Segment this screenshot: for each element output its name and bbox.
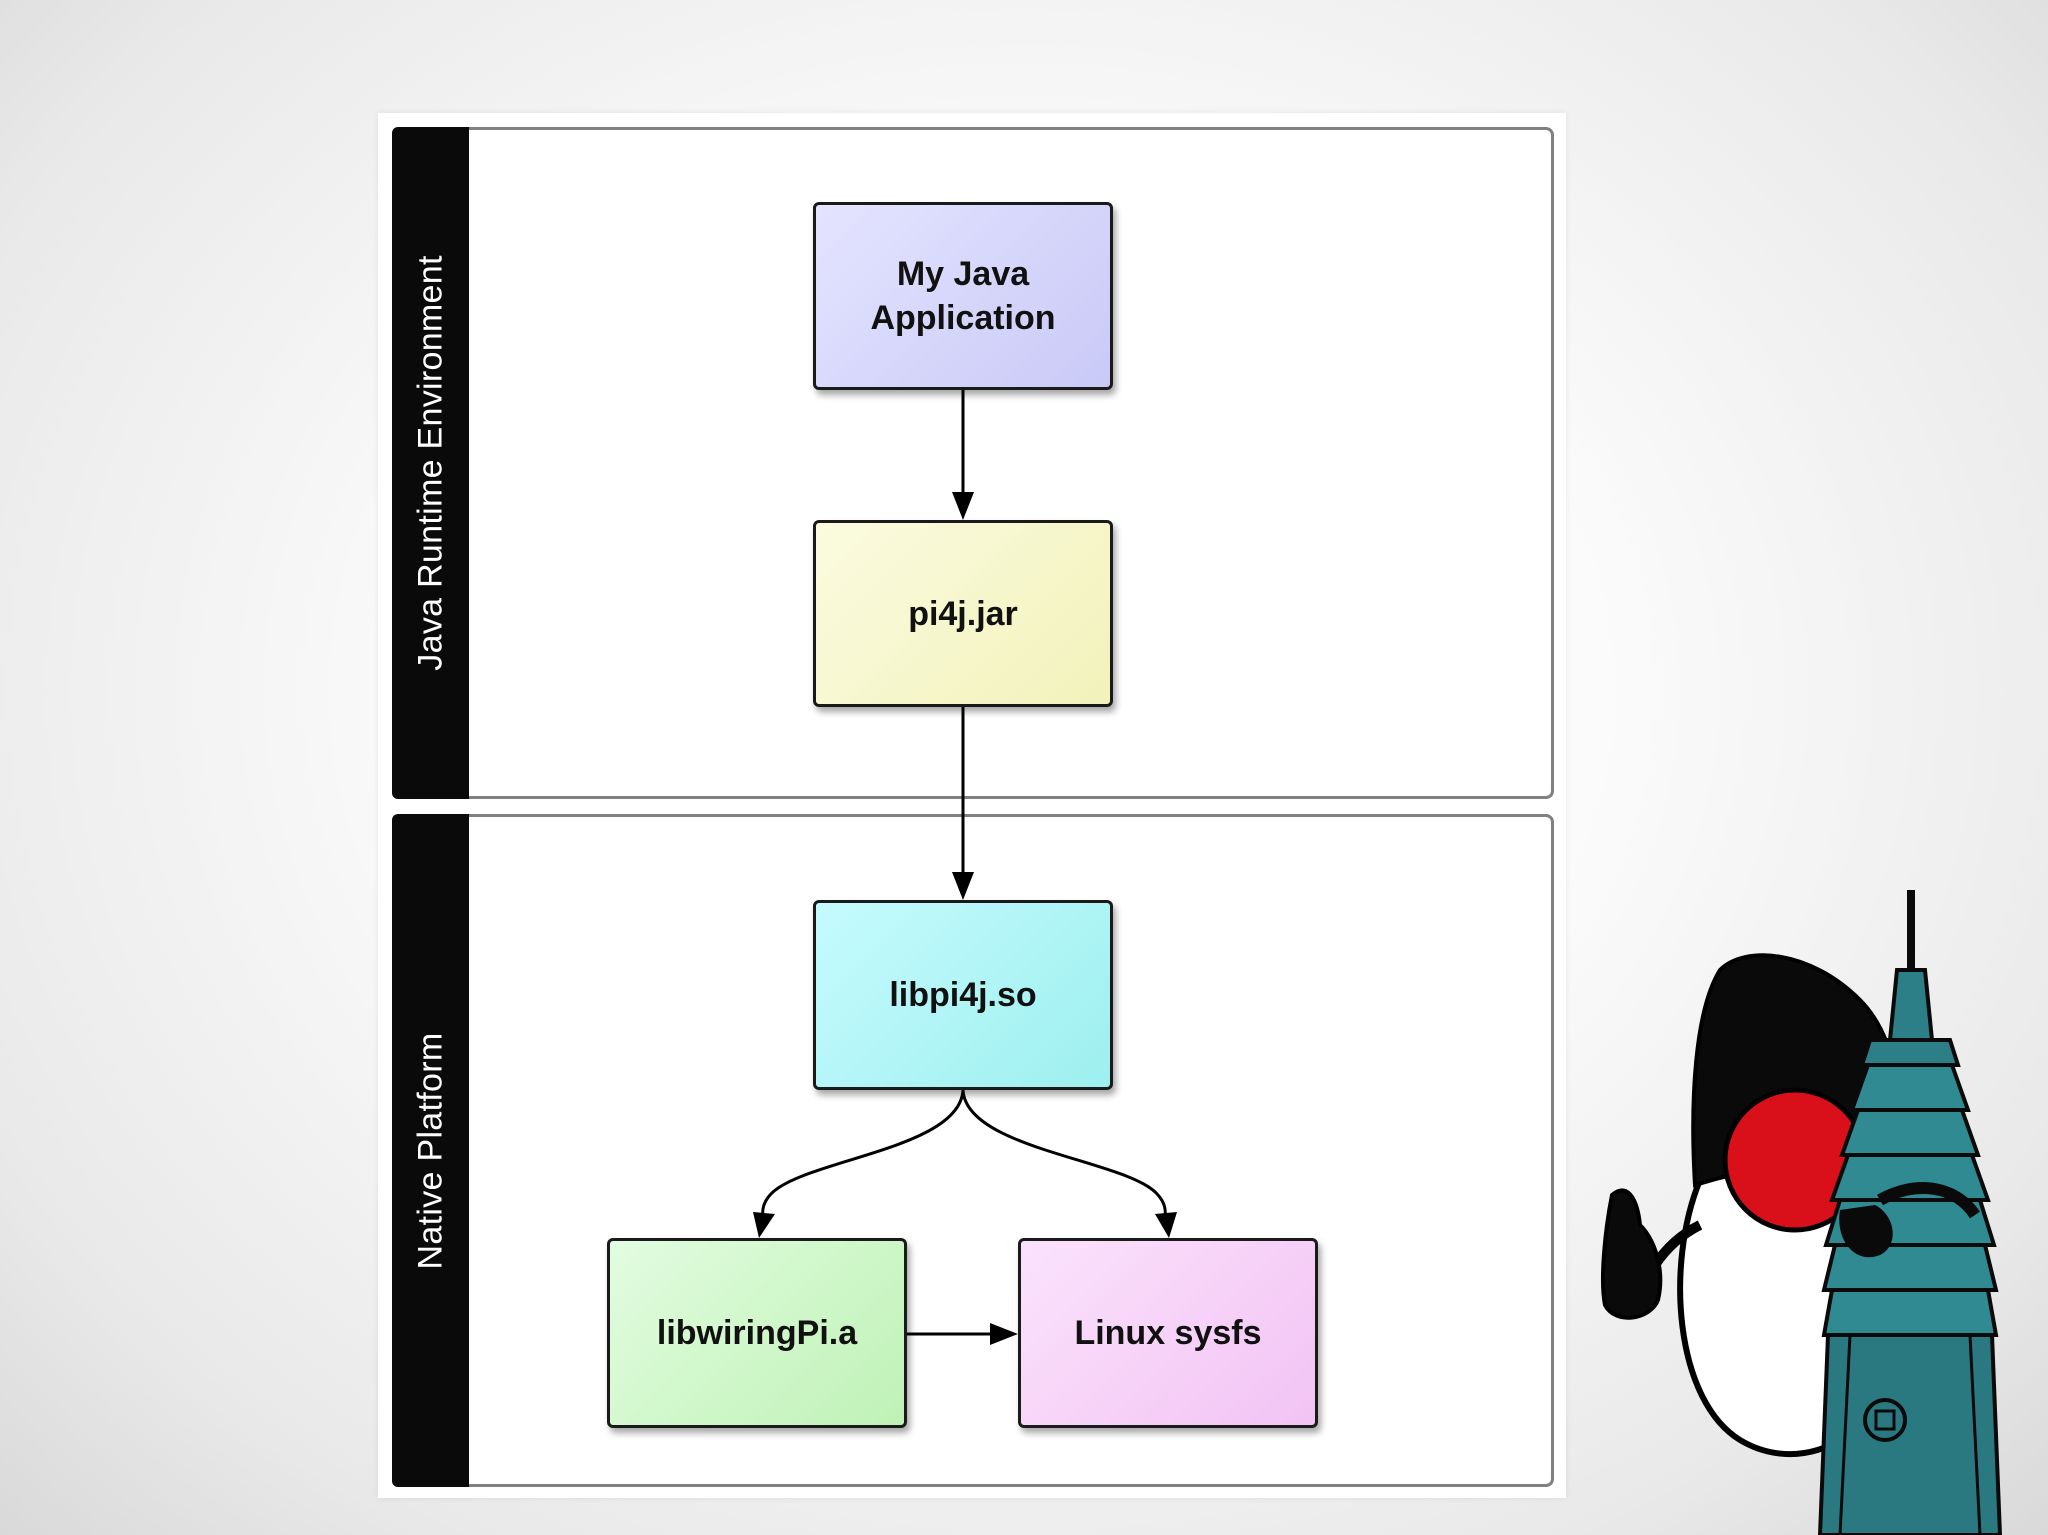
edge-libpi4j-to-sysfs-arrowhead bbox=[1155, 1212, 1177, 1238]
node-libwiringpi-a-label: libwiringPi.a bbox=[656, 1314, 858, 1352]
edge-libpi4j-to-sysfs bbox=[961, 1089, 1167, 1219]
node-linux-sysfs-label: Linux sysfs bbox=[1074, 1314, 1262, 1352]
node-my-java-application: My Java Application bbox=[813, 202, 1113, 390]
node-pi4j-jar: pi4j.jar bbox=[813, 520, 1113, 707]
node-libwiringpi-a: libwiringPi.a bbox=[607, 1238, 907, 1428]
edge-libpi4j-to-wiringpi-arrowhead bbox=[753, 1212, 775, 1238]
node-linux-sysfs: Linux sysfs bbox=[1018, 1238, 1318, 1428]
node-libpi4j-so-label: libpi4j.so bbox=[889, 976, 1037, 1014]
edge-wiringpi-to-sysfs-arrowhead bbox=[990, 1323, 1018, 1345]
edge-jar-to-libpi4j-arrowhead bbox=[952, 872, 974, 900]
edge-libpi4j-to-wiringpi bbox=[761, 1089, 965, 1219]
duke-mascot-illustration bbox=[1600, 890, 2003, 1535]
swimlane-jre-header: Java Runtime Environment bbox=[392, 127, 469, 799]
node-libpi4j-so: libpi4j.so bbox=[813, 900, 1113, 1090]
edge-app-to-jar-arrowhead bbox=[952, 492, 974, 520]
node-pi4j-jar-label: pi4j.jar bbox=[908, 594, 1018, 633]
node-my-java-application-label: My Java Application bbox=[870, 255, 1056, 337]
swimlane-native-header: Native Platform bbox=[392, 814, 469, 1487]
